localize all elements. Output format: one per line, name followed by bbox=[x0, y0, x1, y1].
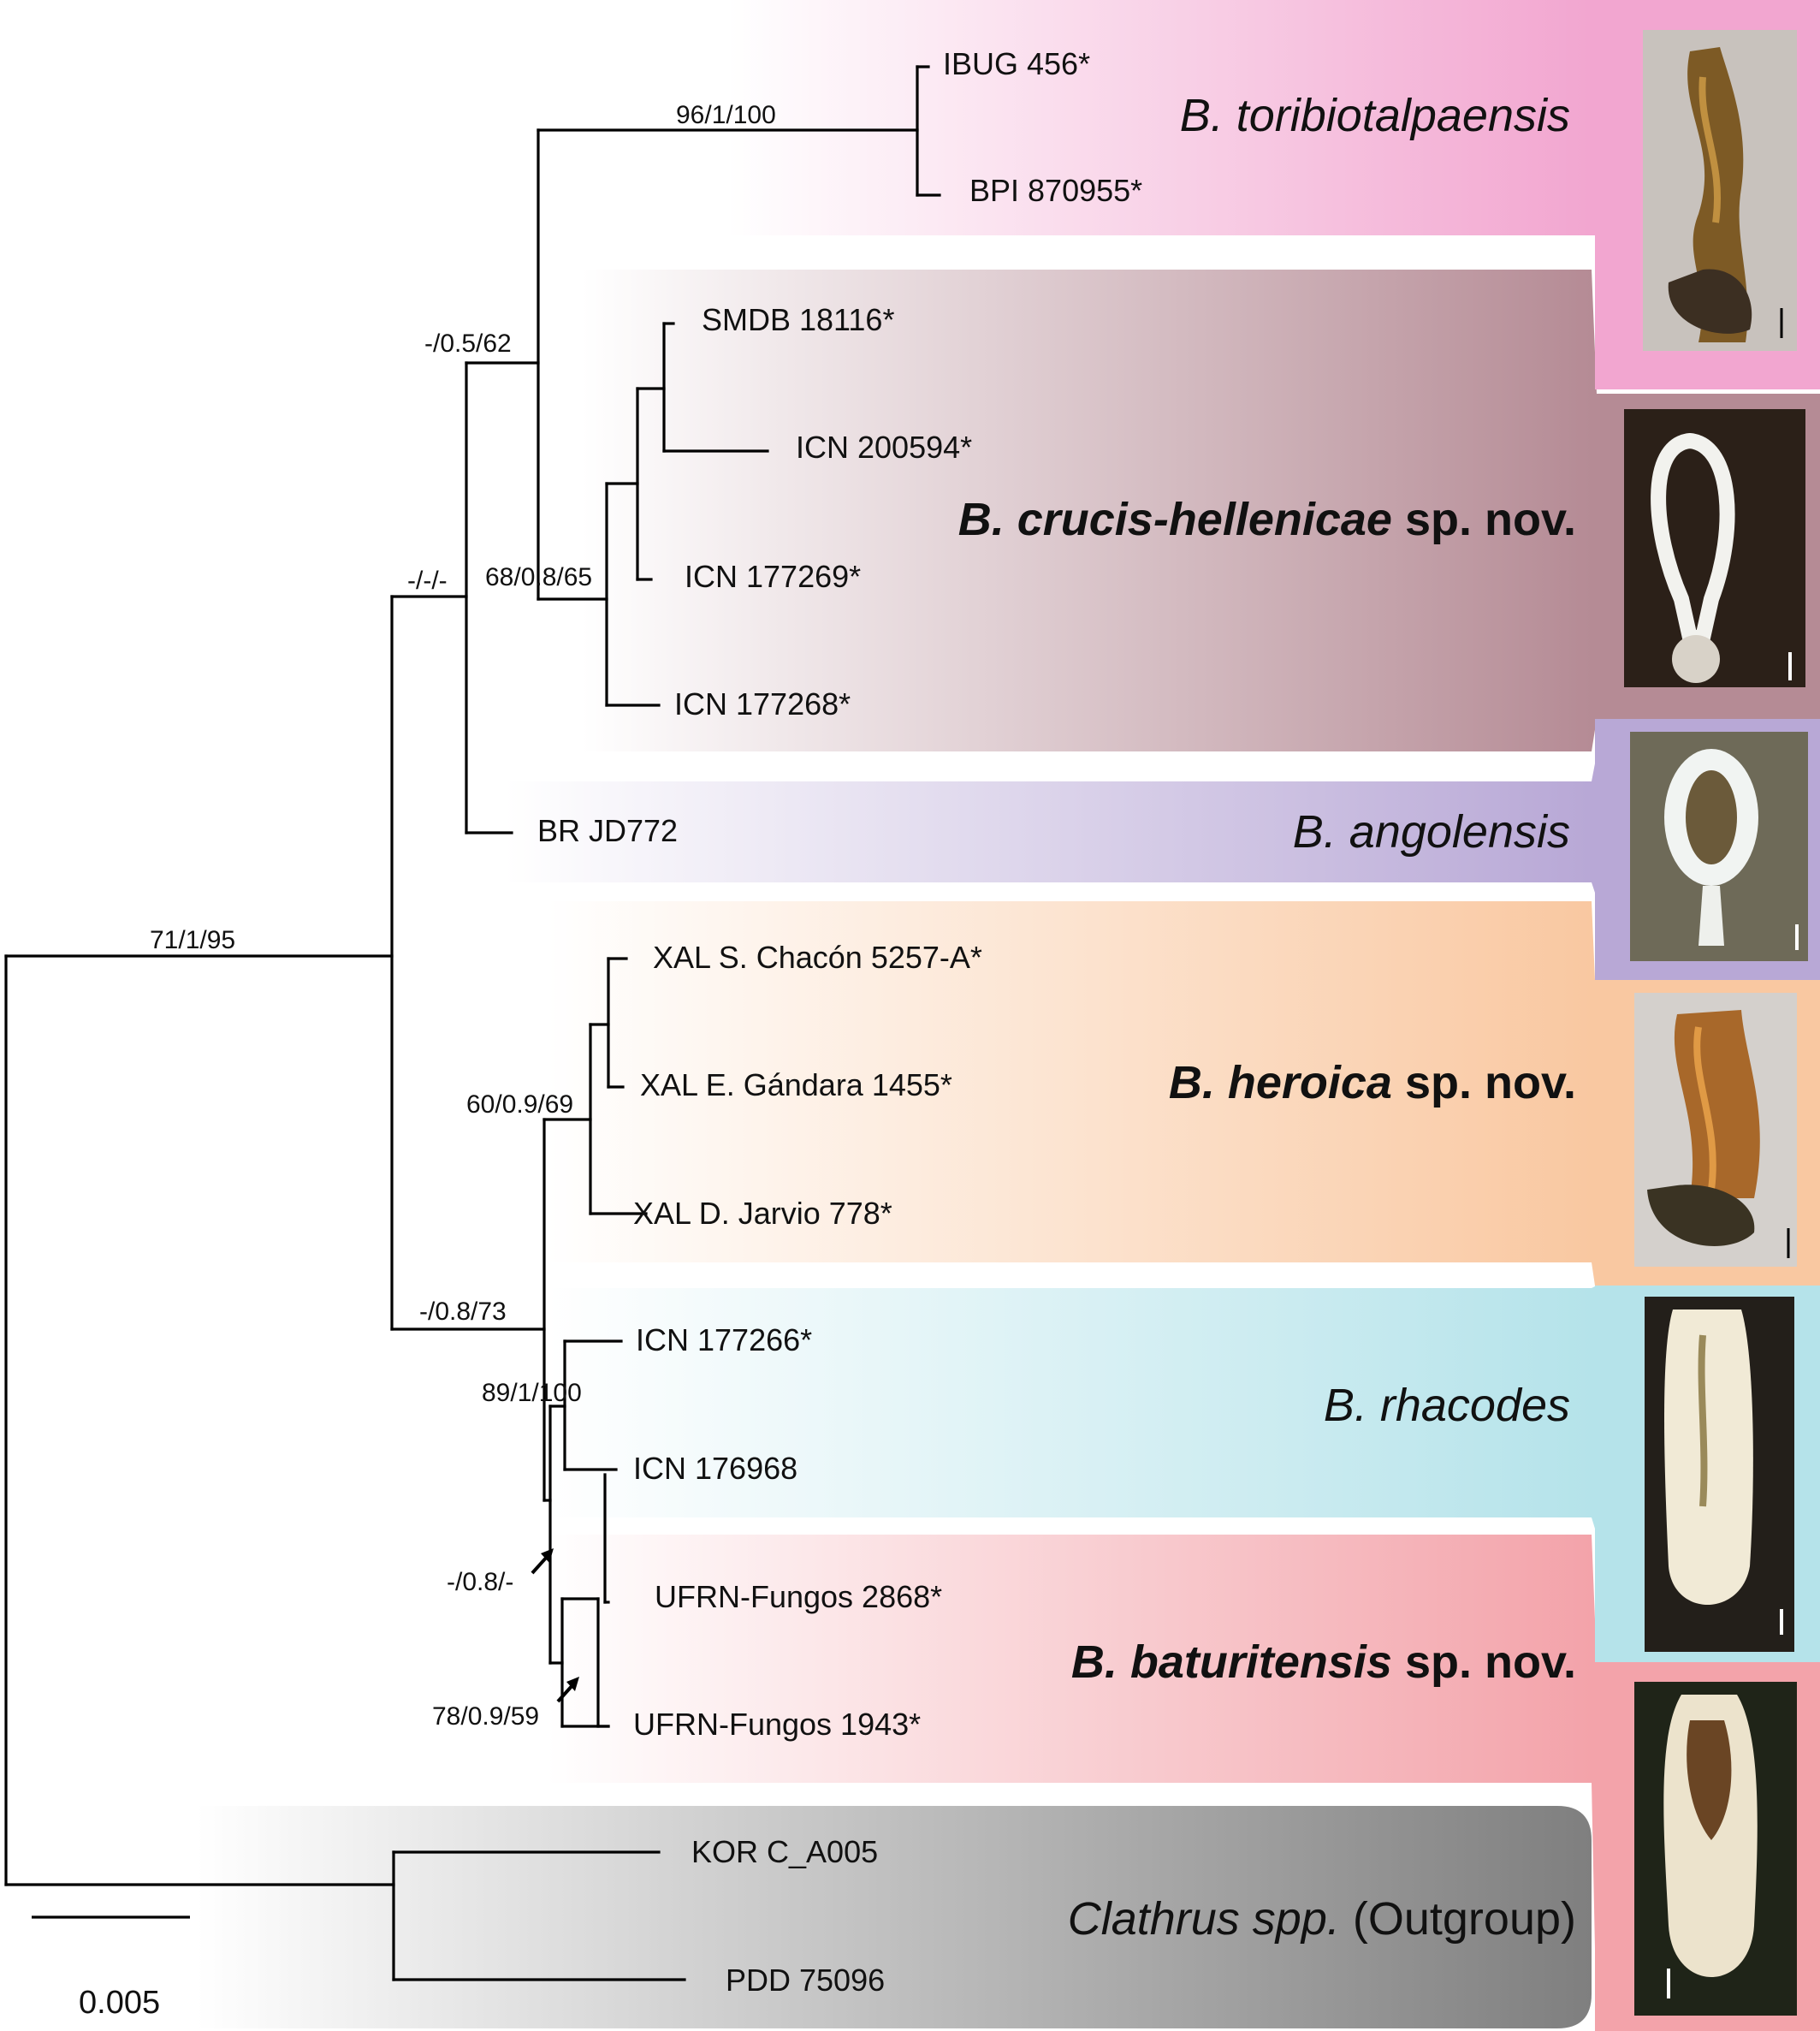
tip-label: ICN 176968 bbox=[633, 1451, 797, 1486]
support-upper: -/0.5/62 bbox=[424, 330, 512, 358]
clade-name: B. heroica bbox=[1169, 1057, 1392, 1108]
clade-suffix: sp. nov. bbox=[1392, 1636, 1576, 1688]
tip-label: ICN 177266* bbox=[636, 1322, 812, 1357]
node-arrows bbox=[531, 1548, 579, 1703]
tip-label: PDD 75096 bbox=[726, 1963, 885, 1998]
tip-label: ICN 177268* bbox=[674, 686, 851, 722]
tip-label: ICN 200594* bbox=[796, 430, 972, 465]
support-values: 71/1/95 -/-/- -/0.5/62 96/1/100 68/0.8/6… bbox=[150, 101, 776, 1731]
tip-label: SMDB 18116* bbox=[702, 302, 894, 337]
connector-toribiotalpaensis bbox=[1592, 0, 1595, 235]
clade-label-angolensis: B. angolensis bbox=[1293, 806, 1570, 858]
photo-angolensis bbox=[1595, 719, 1820, 980]
tree-branches bbox=[4, 65, 941, 1981]
tip-label: BR JD772 bbox=[537, 813, 678, 848]
clade-labels: B. toribiotalpaensis B. crucis-hellenica… bbox=[958, 90, 1576, 1945]
tip-label: XAL S. Chacón 5257-A* bbox=[653, 940, 982, 975]
clade-name: B. crucis-hellenicae bbox=[958, 494, 1392, 545]
clade-name: B. baturitensis bbox=[1071, 1636, 1392, 1688]
support-ingroup: -/-/- bbox=[407, 567, 448, 595]
support-rhacodes-baturitensis: -/0.8/- bbox=[447, 1568, 513, 1596]
tip-label: KOR C_A005 bbox=[691, 1834, 878, 1869]
clade-name: Clathrus spp. bbox=[1068, 1893, 1340, 1945]
clade-label-crucis-hellenicae: B. crucis-hellenicae sp. nov. bbox=[958, 494, 1576, 545]
clade-label-baturitensis: B. baturitensis sp. nov. bbox=[1071, 1636, 1576, 1688]
support-toribiotalpaensis: 96/1/100 bbox=[676, 101, 776, 129]
scale-bar: 0.005 bbox=[32, 1915, 190, 2021]
clade-label-rhacodes: B. rhacodes bbox=[1324, 1380, 1570, 1431]
specimen-photos bbox=[1595, 0, 1820, 2031]
tip-labels: IBUG 456* BPI 870955* SMDB 18116* ICN 20… bbox=[537, 46, 1142, 1998]
tip-label: BPI 870955* bbox=[969, 173, 1142, 208]
support-lower: -/0.8/73 bbox=[419, 1298, 507, 1326]
clade-suffix: sp. nov. bbox=[1392, 494, 1576, 545]
tip-label: XAL E. Gándara 1455* bbox=[640, 1067, 952, 1102]
clade-suffix: (Outgroup) bbox=[1340, 1893, 1576, 1945]
scale-bar-label: 0.005 bbox=[79, 1985, 160, 2021]
support-rhacodes: 89/1/100 bbox=[482, 1379, 582, 1407]
clade-label-heroica: B. heroica sp. nov. bbox=[1169, 1057, 1576, 1108]
clade-label-toribiotalpaensis: B. toribiotalpaensis bbox=[1180, 90, 1570, 141]
tip-label: UFRN-Fungos 2868* bbox=[655, 1579, 942, 1614]
clade-band-outgroup bbox=[197, 1806, 1592, 2028]
clade-suffix: sp. nov. bbox=[1392, 1057, 1576, 1108]
photo-heroica bbox=[1595, 980, 1820, 1286]
photo-crucis-hellenicae bbox=[1595, 394, 1820, 719]
clade-band-toribiotalpaensis bbox=[727, 0, 1592, 235]
clade-band-heroica bbox=[548, 901, 1592, 1262]
clade-band-angolensis bbox=[505, 781, 1592, 882]
clade-label-outgroup: Clathrus spp. (Outgroup) bbox=[1068, 1893, 1576, 1945]
tip-label: IBUG 456* bbox=[943, 46, 1090, 81]
clade-band-crucis-hellenicae bbox=[582, 270, 1592, 751]
connector-heroica bbox=[1592, 901, 1595, 1286]
support-crucis-hellenicae: 68/0.8/65 bbox=[485, 563, 592, 591]
photo-rhacodes bbox=[1595, 1286, 1820, 1662]
photo-toribiotalpaensis bbox=[1595, 0, 1820, 389]
tip-label: ICN 177269* bbox=[685, 559, 861, 594]
clade-band-baturitensis bbox=[548, 1535, 1592, 1783]
photo-baturitensis bbox=[1595, 1662, 1820, 2031]
clade-band-rhacodes bbox=[548, 1288, 1592, 1517]
tip-label: UFRN-Fungos 1943* bbox=[633, 1707, 921, 1742]
support-heroica: 60/0.9/69 bbox=[466, 1090, 573, 1119]
tip-label: XAL D. Jarvio 778* bbox=[633, 1196, 892, 1231]
support-baturitensis: 78/0.9/59 bbox=[432, 1702, 539, 1731]
support-root: 71/1/95 bbox=[150, 926, 235, 954]
